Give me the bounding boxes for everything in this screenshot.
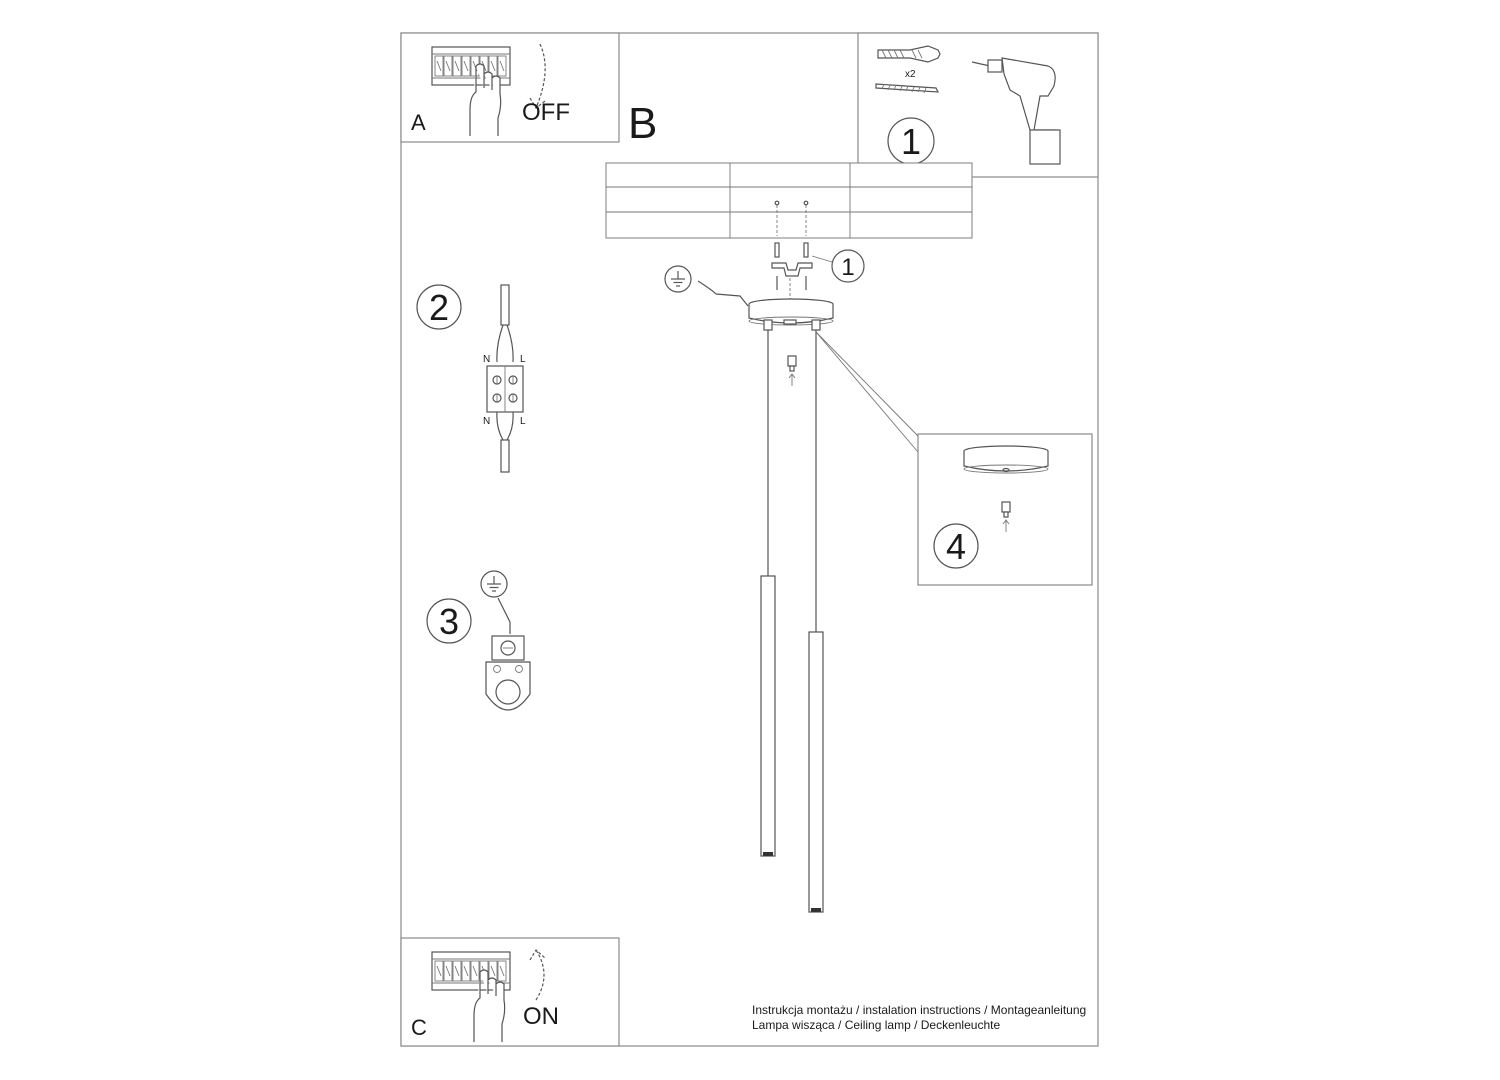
on-label: ON: [523, 1003, 559, 1030]
mounting-screws: [774, 200, 809, 290]
panel-c: C ON: [400, 937, 620, 1047]
ground-wire: [697, 280, 749, 307]
mounting-bracket: [771, 262, 813, 277]
callout-1-badge: [831, 249, 865, 283]
step-1-number: 1: [901, 121, 921, 162]
set-screw-detail: [1001, 501, 1011, 532]
panel-detail: 4: [917, 433, 1093, 586]
arrow-icon: [529, 949, 546, 1001]
step-3-ground: 3: [426, 570, 531, 711]
quantity-label: x2: [905, 69, 916, 80]
live-label-bottom: L: [520, 416, 526, 427]
ceiling-canopy: [748, 298, 834, 331]
panel-tools: x2 1: [857, 32, 1099, 178]
step-4-number: 4: [946, 526, 966, 567]
step-2-number: 2: [429, 287, 449, 328]
neutral-label-top: N: [483, 354, 490, 365]
panel-b: B 1: [605, 99, 973, 913]
ground-terminal: [485, 635, 531, 711]
wall-plug-icon: [877, 45, 941, 63]
terminal-block-icon: [486, 365, 524, 413]
neutral-label-bottom: N: [483, 416, 490, 427]
step-3-badge: [426, 598, 472, 644]
panel-a: A OFF: [400, 32, 620, 143]
off-label: OFF: [522, 99, 570, 126]
live-label-top: L: [520, 354, 526, 365]
panel-letter-c: C: [411, 1015, 427, 1040]
arrow-icon: [529, 43, 546, 109]
step-4-badge: [933, 523, 979, 569]
set-screw: [787, 355, 797, 386]
footer-line-2: Lampa wisząca / Ceiling lamp / Deckenleu…: [752, 1018, 1000, 1032]
footer: Instrukcja montażu / instalation instruc…: [752, 1003, 1086, 1032]
screw-icon: [875, 83, 940, 94]
pendant-tube-1: [760, 575, 776, 857]
callout-1-number: 1: [841, 254, 854, 281]
footer-line-1: Instrukcja montażu / instalation instruc…: [752, 1003, 1086, 1017]
pendant-tube-2: [808, 631, 824, 913]
step-2-wiring: 2 N L N L: [416, 284, 526, 473]
ground-symbol-icon: [480, 570, 508, 598]
sheet-frame: [400, 32, 1099, 1047]
drill-icon: [971, 57, 1061, 165]
step-2-badge: [416, 284, 462, 330]
ground-symbol-icon: [664, 265, 692, 293]
detail-leader: [815, 331, 919, 437]
panel-letter-a: A: [411, 110, 426, 135]
panel-letter-b: B: [628, 99, 657, 148]
step-3-number: 3: [439, 601, 459, 642]
ceiling-illustration: [605, 162, 973, 239]
